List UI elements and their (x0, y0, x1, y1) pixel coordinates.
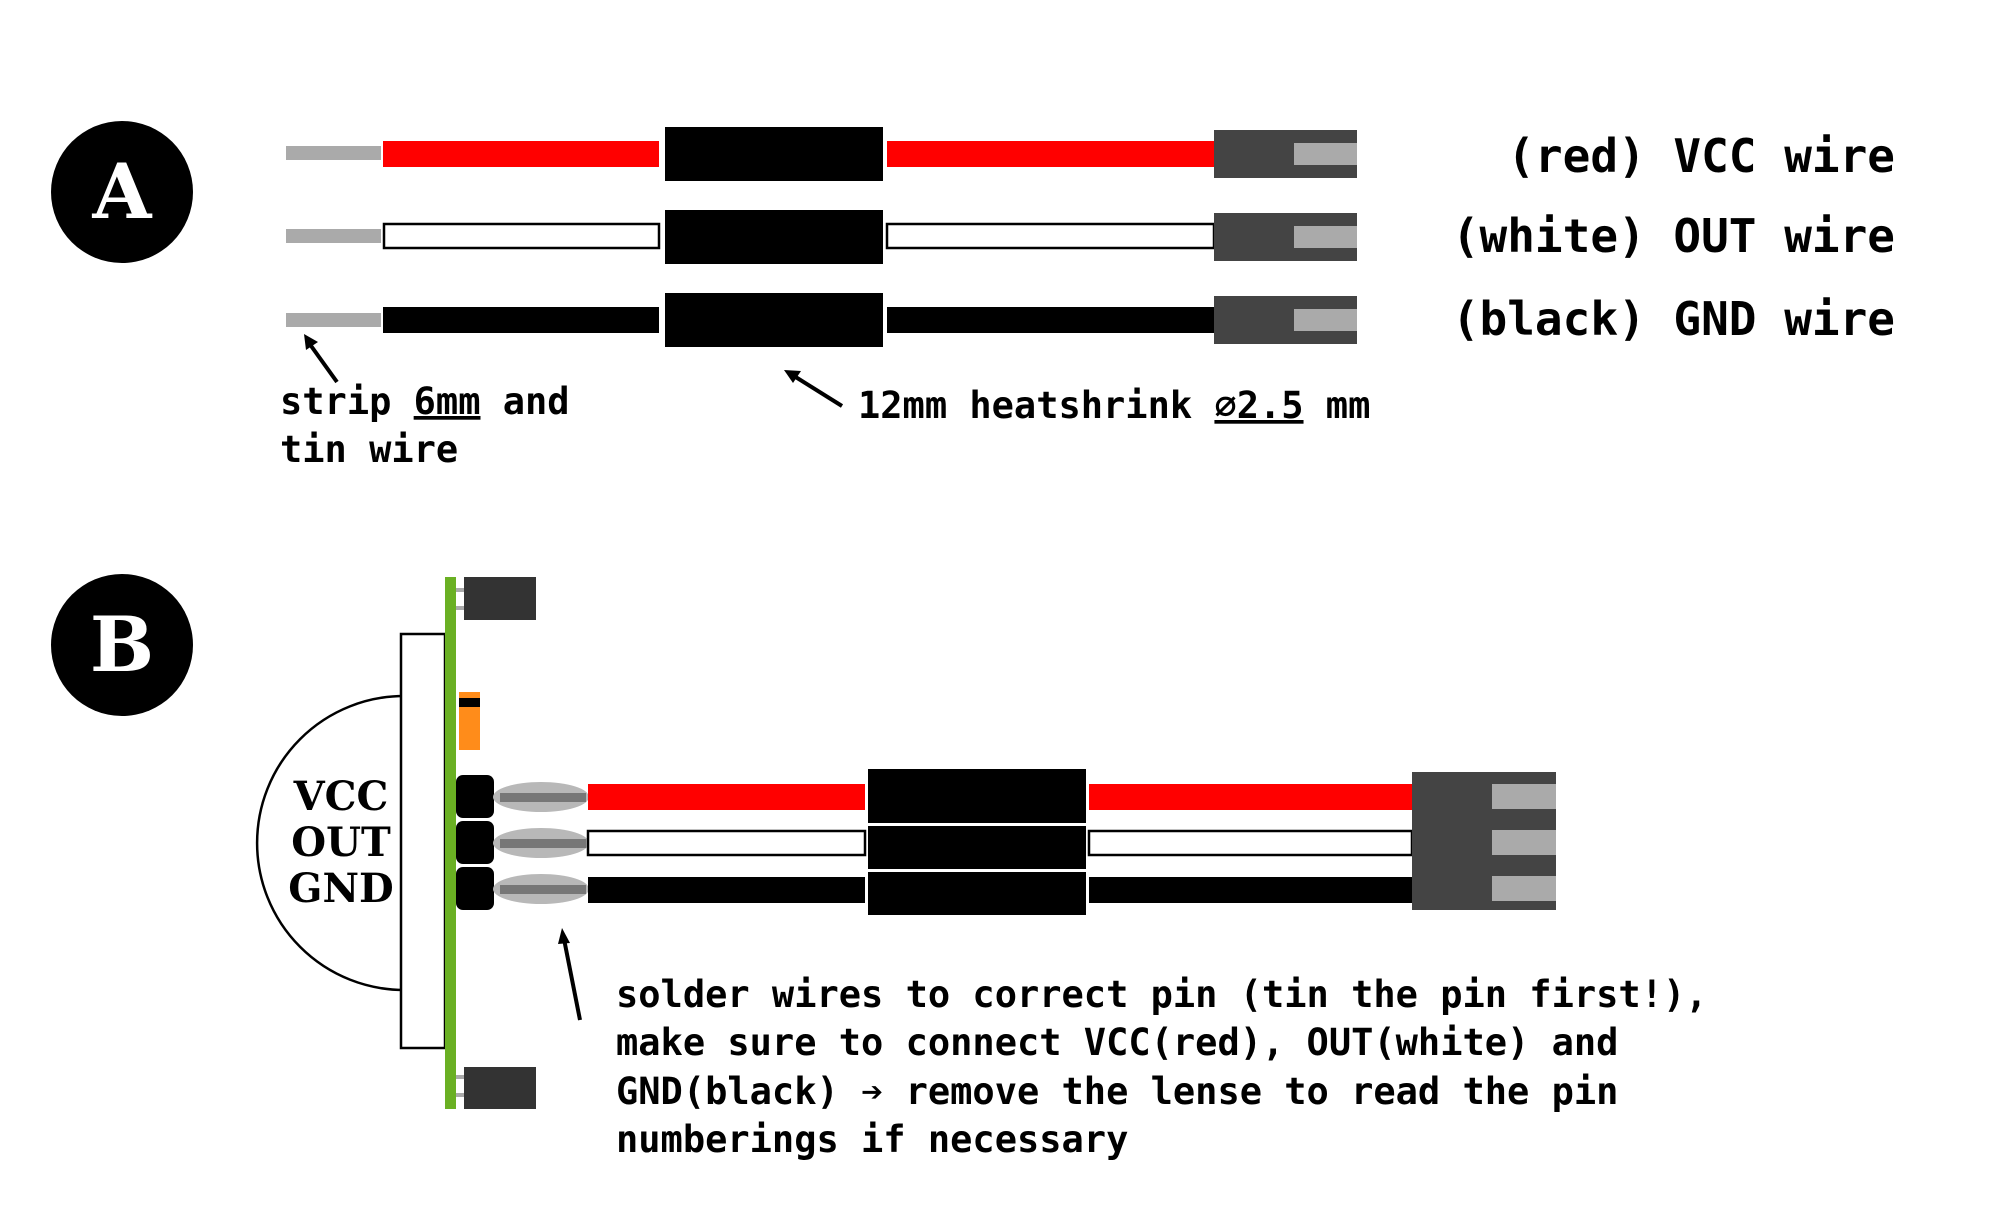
step-b-badge (51, 574, 193, 716)
b-heatshrink-black (868, 872, 1086, 915)
sensor-pcb (445, 577, 456, 1109)
pin-label-gnd: GND (288, 865, 393, 912)
wire-white-assembly (286, 210, 1357, 264)
pin-label-vcc: VCC (293, 773, 389, 820)
solder-arrow-line (562, 938, 582, 1021)
strip-arrow-head (304, 334, 318, 350)
jumper-header-top (464, 577, 536, 620)
step-a-badge (51, 121, 193, 263)
header-pin (456, 588, 464, 592)
heatshrink-tube (665, 210, 883, 264)
strip-length-value: 6mm (414, 380, 481, 423)
solder-arrow-head (558, 928, 570, 944)
heatshrink-annotation: 12mm heatshrink ∅2.5 mm (858, 384, 1370, 427)
b-wire-red-right (1089, 784, 1412, 810)
b-wire-white-right (1087, 829, 1414, 857)
strip-annotation-line2: tin wire (280, 428, 458, 471)
b-heatshrink-white (868, 826, 1086, 869)
tinned-wire-out (500, 839, 586, 848)
wire-black-segment-left (383, 307, 659, 333)
heatshrink-arrow-line (792, 374, 844, 408)
wire-label-white: (white) OUT wire (1452, 209, 1895, 263)
strip-arrow-line (307, 341, 339, 384)
header-pin (456, 1093, 464, 1097)
pir-lens-dome (255, 694, 405, 992)
step-b-label: B (90, 600, 154, 689)
heatshrink-arrow-head (784, 370, 801, 383)
header-pin (456, 606, 464, 610)
pin-label-out: OUT (291, 819, 391, 866)
b-wire-red-left (588, 784, 865, 810)
wire-black-segment-right (887, 307, 1214, 333)
b-wire-black-right (1089, 877, 1412, 903)
solder-annotation-line3: GND(black) ➔ remove the lense to read th… (616, 1070, 1618, 1113)
b-heatshrink-red (868, 769, 1086, 823)
tinned-wire-gnd (500, 885, 586, 894)
pin-pad-gnd (456, 867, 494, 910)
solder-annotation-line4: numberings if necessary (616, 1118, 1128, 1161)
heatshrink-tube (665, 293, 883, 347)
connector-terminal (1294, 309, 1357, 331)
connector-terminal (1294, 143, 1357, 165)
b-connector-terminal-out (1492, 830, 1556, 855)
stripped-end (286, 229, 381, 243)
strip-annotation-line1: strip 6mm and (280, 380, 570, 423)
b-wire-white-left (586, 829, 867, 857)
stripped-end (286, 146, 381, 160)
wire-red-segment-right (887, 141, 1214, 167)
wire-black-assembly (286, 293, 1357, 347)
b-wire-black-left (588, 877, 865, 903)
stripped-end (286, 313, 381, 327)
pin-pad-vcc (456, 775, 494, 818)
lens-mount (399, 632, 447, 1050)
solder-annotation-line2: make sure to connect VCC(red), OUT(white… (616, 1021, 1618, 1064)
wire-white-segment-left (382, 222, 661, 250)
heatshrink-tube (665, 127, 883, 181)
tinned-wire-vcc (500, 793, 586, 802)
wire-label-red: (red) VCC wire (1507, 129, 1895, 183)
heatshrink-diameter-value: ∅2.5 (1214, 384, 1303, 427)
wire-red-assembly (286, 127, 1357, 181)
wire-label-black: (black) GND wire (1452, 292, 1895, 346)
wire-red-segment-left (383, 141, 659, 167)
connector-terminal (1294, 226, 1357, 248)
header-pin (456, 1075, 464, 1079)
b-connector-terminal-vcc (1492, 784, 1556, 809)
pin-pad-out (456, 821, 494, 864)
wire-white-segment-right (885, 222, 1216, 250)
solder-annotation-line1: solder wires to correct pin (tin the pin… (616, 973, 1708, 1016)
smd-component-band (459, 698, 480, 707)
jumper-header-bottom (464, 1067, 536, 1109)
step-a-label: A (92, 147, 153, 236)
b-connector-terminal-gnd (1492, 876, 1556, 901)
